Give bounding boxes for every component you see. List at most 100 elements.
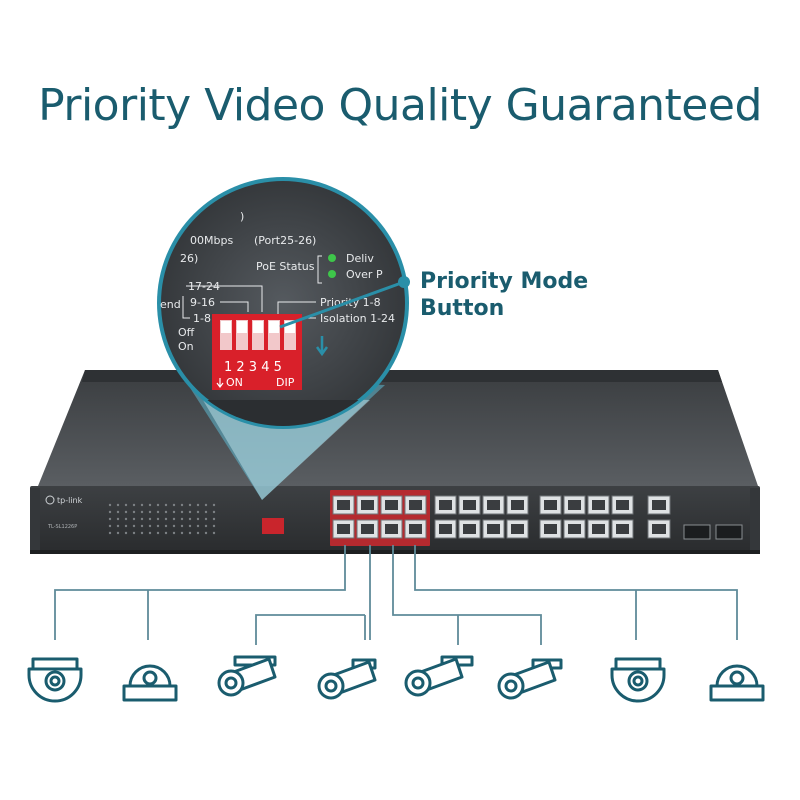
status-led [196,517,200,521]
status-led [116,510,120,514]
status-led [116,524,120,528]
status-led [124,510,128,514]
status-led [140,503,144,507]
svg-text:end: end [160,298,181,311]
status-led [212,503,216,507]
status-led [188,510,192,514]
status-led [164,510,168,514]
port-range-text: (Port25-26) [254,234,316,247]
status-led [172,510,176,514]
status-led [196,524,200,528]
front-dip-switch[interactable] [262,518,284,534]
status-led [164,517,168,521]
status-led [204,517,208,521]
status-led [148,503,152,507]
status-led [132,517,136,521]
isolation-label: Isolation 1-24 [320,312,395,325]
sfp-slot-2[interactable] [715,524,743,540]
status-led [172,531,176,535]
status-led [132,503,136,507]
status-led [156,531,160,535]
over-led [328,270,336,278]
status-led [116,517,120,521]
svg-text:ON: ON [226,376,243,389]
status-led [116,503,120,507]
status-led [212,531,216,535]
status-led [180,531,184,535]
status-led [108,517,112,521]
dome-camera-icon [709,664,765,702]
status-led [140,517,144,521]
network-switch: tp-link TL-SL1226P [30,370,760,554]
status-led [108,510,112,514]
callout-dot [398,276,410,288]
status-led [196,531,200,535]
status-led [148,524,152,528]
status-led [212,510,216,514]
status-led [172,517,176,521]
status-led [180,503,184,507]
status-led [196,503,200,507]
status-led [156,524,160,528]
status-led [212,524,216,528]
camera-row [27,655,765,703]
deliver-led [328,254,336,262]
status-led [156,517,160,521]
svg-text:1-8: 1-8 [193,312,211,325]
status-led [188,503,192,507]
status-led [212,517,216,521]
status-led [132,531,136,535]
status-led [204,510,208,514]
bullet-camera-icon [404,655,474,697]
svg-text:9-16: 9-16 [190,296,215,309]
status-led [124,524,128,528]
bullet-camera-icon [317,658,377,700]
svg-text:Over P: Over P [346,268,383,281]
status-led [188,531,192,535]
svg-text:Deliv: Deliv [346,252,374,265]
status-led [140,531,144,535]
status-led [124,503,128,507]
status-led [204,524,208,528]
dome-camera-icon [122,664,178,702]
status-led [172,524,176,528]
status-led [140,524,144,528]
svg-text:On: On [178,340,194,353]
status-led [188,517,192,521]
status-led [164,531,168,535]
status-led [172,503,176,507]
svg-text:DIP: DIP [276,376,295,389]
status-led [148,531,152,535]
sfp-slot-1[interactable] [683,524,711,540]
status-led [164,524,168,528]
speed-text: 00Mbps [190,234,233,247]
status-led [156,510,160,514]
callout-line [279,280,405,329]
status-led [132,510,136,514]
status-led [116,531,120,535]
status-led [156,503,160,507]
zoom-detail: ) 00Mbps (Port25-26) 26) PoE Status Deli… [157,177,409,429]
status-led [204,503,208,507]
poe-status-label: PoE Status [256,260,315,273]
status-led [108,531,112,535]
status-led [180,510,184,514]
status-led [132,524,136,528]
bullet-camera-icon [497,658,563,700]
status-led [148,517,152,521]
led-panel [108,503,216,535]
status-led [188,524,192,528]
status-led [124,531,128,535]
bullet-camera-icon [217,655,277,697]
status-led [204,531,208,535]
status-led [108,524,112,528]
dome-camera-icon [610,657,666,703]
status-led [180,517,184,521]
priority-mode-callout: Priority Mode Button [420,269,589,321]
status-led [140,510,144,514]
headline: Priority Video Quality Guaranteed [38,80,762,131]
svg-text:Off: Off [178,326,195,339]
status-led [108,503,112,507]
model-label: TL-SL1226P [47,524,77,530]
